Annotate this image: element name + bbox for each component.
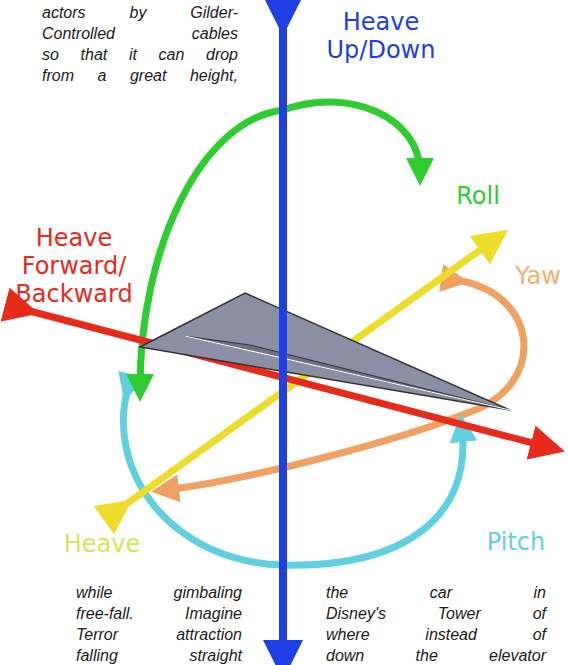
body-text: the car in [326,582,546,603]
body-text: Disney's Tower of [326,603,546,624]
plane-crease [185,336,510,410]
axis-label: Heave Forward/ Backward [4,224,144,308]
body-text: Terror attraction [76,624,242,645]
body-text: falling straight [76,645,242,665]
body-text: so that it can drop [42,44,238,65]
body-text: free-fall. Imagine [76,603,242,624]
rotation-label: Yaw [512,262,564,290]
vertical-axis [279,16,287,660]
rotation-label: Pitch [476,528,556,556]
body-text: where instead of [326,624,546,645]
body-text: down the elevator [326,645,546,665]
body-text: while gimbaling [76,582,242,603]
body-text: Controlled cables [42,23,238,44]
plane-fold [185,336,510,410]
rotation-label: Roll [448,182,508,210]
plane-shape [140,293,510,410]
roll-arc [283,102,420,172]
body-text: from a great height, [42,65,238,86]
axis-label: Heave [62,530,142,558]
axis-label: Heave Up/Down [306,8,456,64]
body-text: actors by Gilder- [42,2,238,23]
